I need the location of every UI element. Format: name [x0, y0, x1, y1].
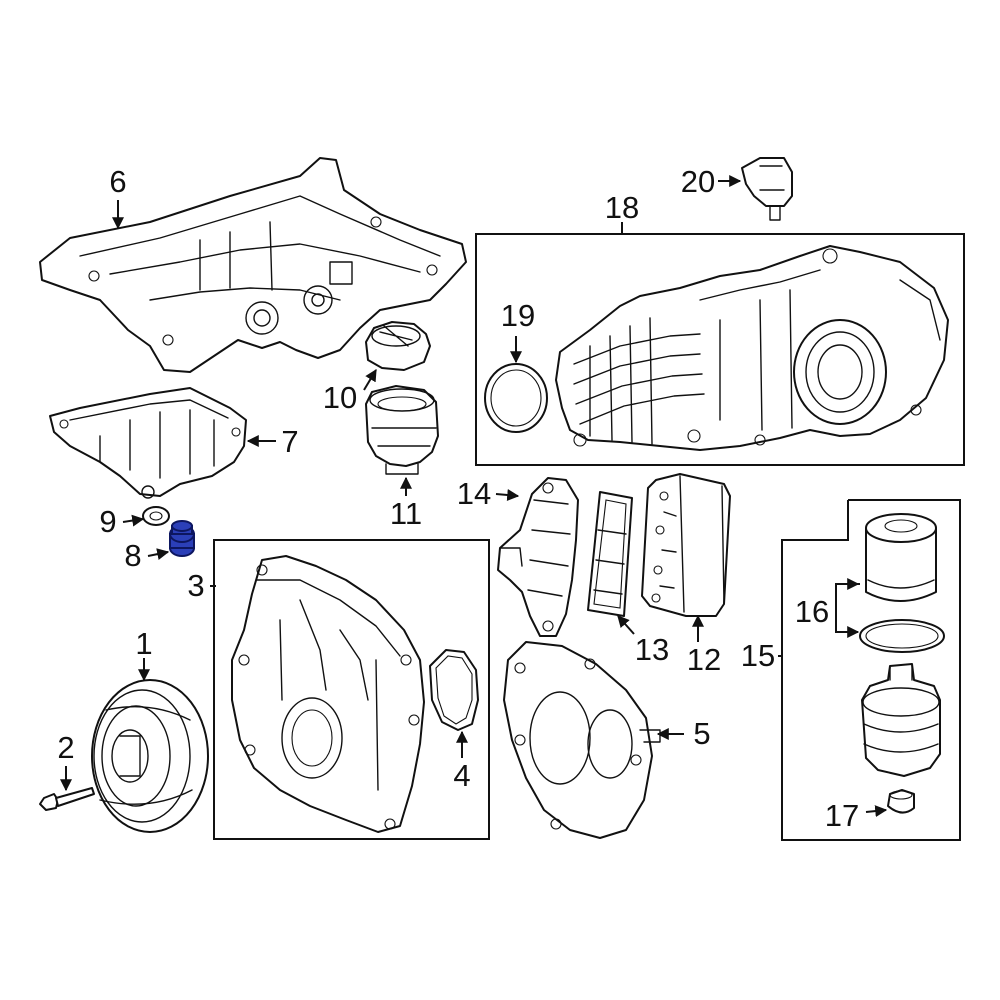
timing-cover-gasket[interactable]: [429, 649, 479, 731]
oil-filter-element[interactable]: [865, 513, 937, 602]
callout-9: 9: [99, 504, 116, 539]
callout-15: 15: [741, 638, 775, 673]
oil-filter-housing[interactable]: [861, 663, 941, 777]
rear-engine-cover[interactable]: [503, 641, 661, 839]
callout-14: 14: [457, 476, 491, 511]
pulley-bolt[interactable]: [39, 787, 95, 811]
callout-3: 3: [187, 568, 204, 603]
drain-plug-washer[interactable]: [142, 506, 170, 526]
oil-filler-cap[interactable]: [365, 321, 431, 371]
oil-cooler[interactable]: [641, 473, 731, 617]
callout-7: 7: [281, 424, 298, 459]
leader-8: [147, 548, 170, 561]
throttle-body-gasket[interactable]: [484, 363, 548, 433]
housing-drain-plug[interactable]: [887, 789, 915, 814]
upper-oil-pan[interactable]: [39, 157, 467, 373]
timing-cover[interactable]: [231, 555, 425, 833]
callout-17: 17: [825, 798, 859, 833]
callout-18: 18: [605, 190, 639, 225]
callout-2: 2: [57, 730, 74, 765]
callout-19: 19: [501, 298, 535, 333]
box-oil-filter-group: [781, 499, 961, 841]
oil-filter-o-ring[interactable]: [859, 619, 945, 653]
drain-plug-highlighted[interactable]: [169, 520, 195, 557]
callout-5: 5: [693, 716, 710, 751]
callout-13: 13: [635, 632, 669, 667]
callout-1: 1: [135, 626, 152, 661]
leader-13: [617, 615, 635, 635]
crankshaft-pulley[interactable]: [91, 679, 209, 833]
callout-16: 16: [795, 594, 829, 629]
callout-12: 12: [687, 642, 721, 677]
callout-6: 6: [109, 164, 126, 199]
callout-11: 11: [390, 496, 422, 531]
leader-10: [363, 368, 377, 391]
lower-oil-pan[interactable]: [49, 387, 247, 499]
oil-cooler-gasket[interactable]: [587, 491, 633, 617]
callout-4: 4: [453, 758, 470, 793]
leader-16: [835, 583, 860, 633]
callout-20: 20: [681, 164, 715, 199]
control-bracket[interactable]: [497, 477, 579, 637]
box-timing-cover-group: [213, 539, 490, 840]
leader-9: [122, 514, 145, 527]
leader-17: [865, 805, 888, 818]
box-intake-manifold-group: [475, 233, 965, 466]
leader-14: [495, 489, 520, 501]
callout-8: 8: [124, 538, 141, 573]
callout-10: 10: [323, 380, 357, 415]
intake-manifold[interactable]: [555, 245, 949, 451]
oil-filler-neck[interactable]: [365, 385, 439, 475]
pressure-sensor[interactable]: [741, 157, 793, 221]
